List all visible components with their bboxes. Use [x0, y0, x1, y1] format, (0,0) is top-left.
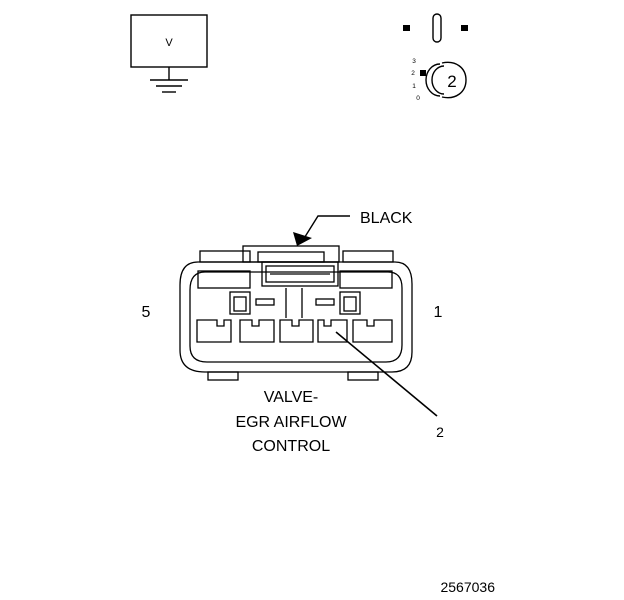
component-name: VALVE- EGR AIRFLOW CONTROL [235, 389, 347, 455]
pin-callout-label: 2 [436, 424, 444, 440]
pin-label-right: 1 [434, 304, 443, 321]
pin-cavity-2 [317, 319, 348, 343]
figure-id: 2567036 [440, 579, 495, 595]
voltmeter-label: V [165, 37, 173, 49]
component-name-line-3: CONTROL [252, 438, 330, 455]
arrow-icon [293, 232, 312, 246]
pin-cavity-1 [352, 319, 393, 343]
ignition-pos-3: 3 [412, 58, 416, 65]
color-callout: BLACK [293, 210, 413, 246]
pin-label-left: 5 [142, 304, 151, 321]
connector-color-label: BLACK [360, 210, 413, 227]
pin-cavity-4 [239, 319, 275, 343]
pin-cavity-3 [279, 319, 314, 343]
pin-cavity-5 [196, 319, 232, 343]
disconnected-icon [403, 13, 468, 43]
voltmeter-symbol: V [130, 14, 208, 93]
ignition-selected: 2 [447, 72, 456, 91]
ignition-pos-2: 2 [411, 70, 415, 77]
component-name-line-2: EGR AIRFLOW [235, 414, 347, 431]
component-name-line-1: VALVE- [264, 389, 319, 406]
voltmeter-box [130, 14, 208, 68]
ignition-pos-1: 1 [412, 83, 416, 90]
connector-body [179, 245, 413, 381]
pin-callout: 2 [335, 331, 444, 440]
ignition-pos-0: 0 [416, 95, 420, 102]
pin-cavities [196, 319, 393, 343]
ignition-key-icon: 3 2 1 0 2 [411, 58, 467, 102]
